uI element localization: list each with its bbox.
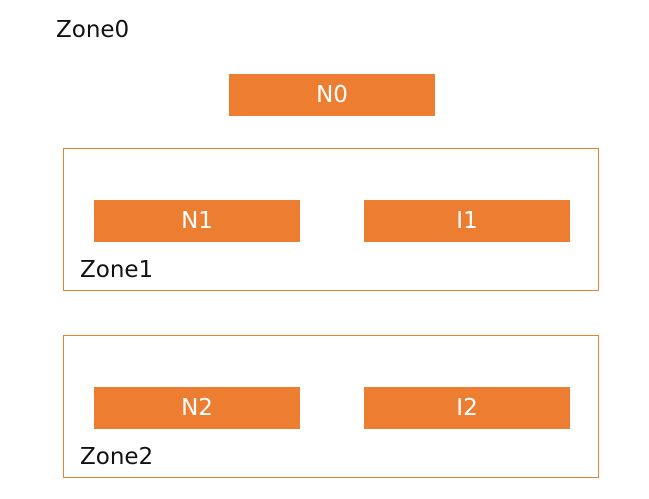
node-n2: N2	[94, 387, 300, 429]
node-i2: I2	[364, 387, 570, 429]
zone1-label: Zone1	[80, 257, 154, 283]
node-n0: N0	[229, 74, 435, 116]
zone0-label: Zone0	[56, 17, 130, 43]
node-i1: I1	[364, 200, 570, 242]
zone2-box	[63, 335, 599, 478]
zone2-label: Zone2	[80, 444, 154, 470]
node-n1: N1	[94, 200, 300, 242]
zone1-box	[63, 148, 599, 291]
